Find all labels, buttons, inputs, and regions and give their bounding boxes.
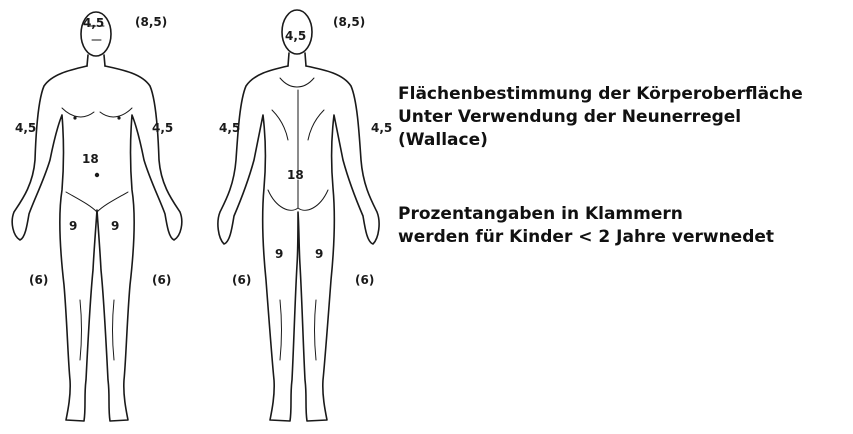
front-arm-right-label: 4,5: [15, 121, 36, 135]
caption-title-line-1: Flächenbestimmung der Körperoberfläche: [398, 83, 803, 106]
front-arm-left-label: 4,5: [152, 121, 173, 135]
back-leg-right-label: 9: [315, 247, 323, 261]
front-body-figure: [12, 12, 182, 421]
front-leg-lines: [80, 300, 114, 360]
front-chest-lines: [62, 108, 132, 117]
back-head-label: 4,5: [285, 29, 306, 43]
front-groin-lines: [66, 192, 128, 212]
caption-title-line-3: (Wallace): [398, 129, 803, 152]
back-leg-lines: [280, 300, 316, 360]
caption-note-line-1: Prozentangaben in Klammern: [398, 203, 774, 226]
back-head-child-label: (8,5): [333, 15, 365, 29]
back-arm-right-label: 4,5: [371, 121, 392, 135]
back-neck: [288, 53, 306, 66]
front-head-child-label: (8,5): [135, 15, 167, 29]
front-navel: [95, 173, 99, 177]
front-leg-left-child-label: (6): [152, 273, 171, 287]
back-leg-right-child-label: (6): [355, 273, 374, 287]
front-leg-right-child-label: (6): [29, 273, 48, 287]
back-arm-left-label: 4,5: [219, 121, 240, 135]
caption-title-line-2: Unter Verwendung der Neunerregel: [398, 106, 803, 129]
caption-note: Prozentangaben in Klammern werden für Ki…: [398, 203, 774, 249]
back-body-figure: [218, 10, 379, 421]
back-leg-left-label: 9: [275, 247, 283, 261]
front-leg-right-label: 9: [69, 219, 77, 233]
front-head-label: 4,5: [83, 16, 104, 30]
front-nipple-left: [117, 116, 120, 119]
caption-title: Flächenbestimmung der Körperoberfläche U…: [398, 83, 803, 152]
back-leg-left-child-label: (6): [232, 273, 251, 287]
caption-note-line-2: werden für Kinder < 2 Jahre verwnedet: [398, 226, 774, 249]
front-trunk-label: 18: [82, 152, 99, 166]
front-nipple-right: [73, 116, 76, 119]
front-body-outline: [12, 66, 182, 421]
front-leg-left-label: 9: [111, 219, 119, 233]
back-trunk-label: 18: [287, 168, 304, 182]
back-shoulder-line: [280, 78, 314, 87]
